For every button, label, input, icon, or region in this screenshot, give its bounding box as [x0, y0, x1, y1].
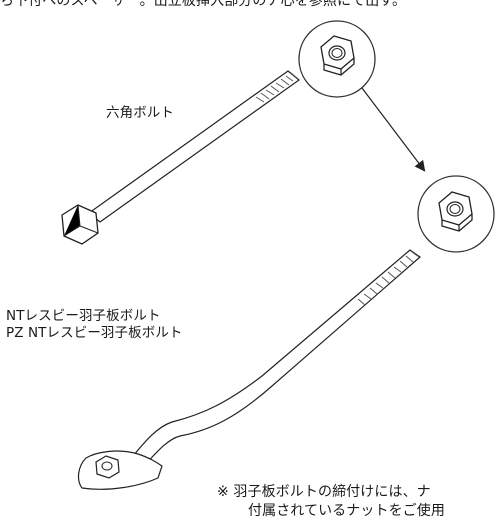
nut-circle-top: [298, 20, 376, 98]
note-line-1: ※ 羽子板ボルトの締付けには、ナ: [217, 484, 431, 500]
hex-nut-icon: [438, 191, 473, 232]
hex-nut-icon: [320, 35, 355, 76]
note-line-2: 付属されているナットをご使用: [248, 503, 445, 519]
top-cut-text: ら下付へのスペーサー。出立板挿入部分のナ心を参照にて出す。: [0, 0, 407, 9]
nt-bolt-label: NTレスビー羽子板ボルト: [6, 308, 161, 324]
arrow-down-icon: [361, 87, 426, 172]
hex-bolt-label: 六角ボルト: [106, 105, 174, 121]
haneita-bolt: [77, 249, 421, 490]
nut-circle-bottom: [417, 175, 495, 253]
pz-nt-bolt-label: PZ NTレスビー羽子板ボルト: [6, 325, 183, 341]
hex-bolt: [61, 70, 300, 245]
